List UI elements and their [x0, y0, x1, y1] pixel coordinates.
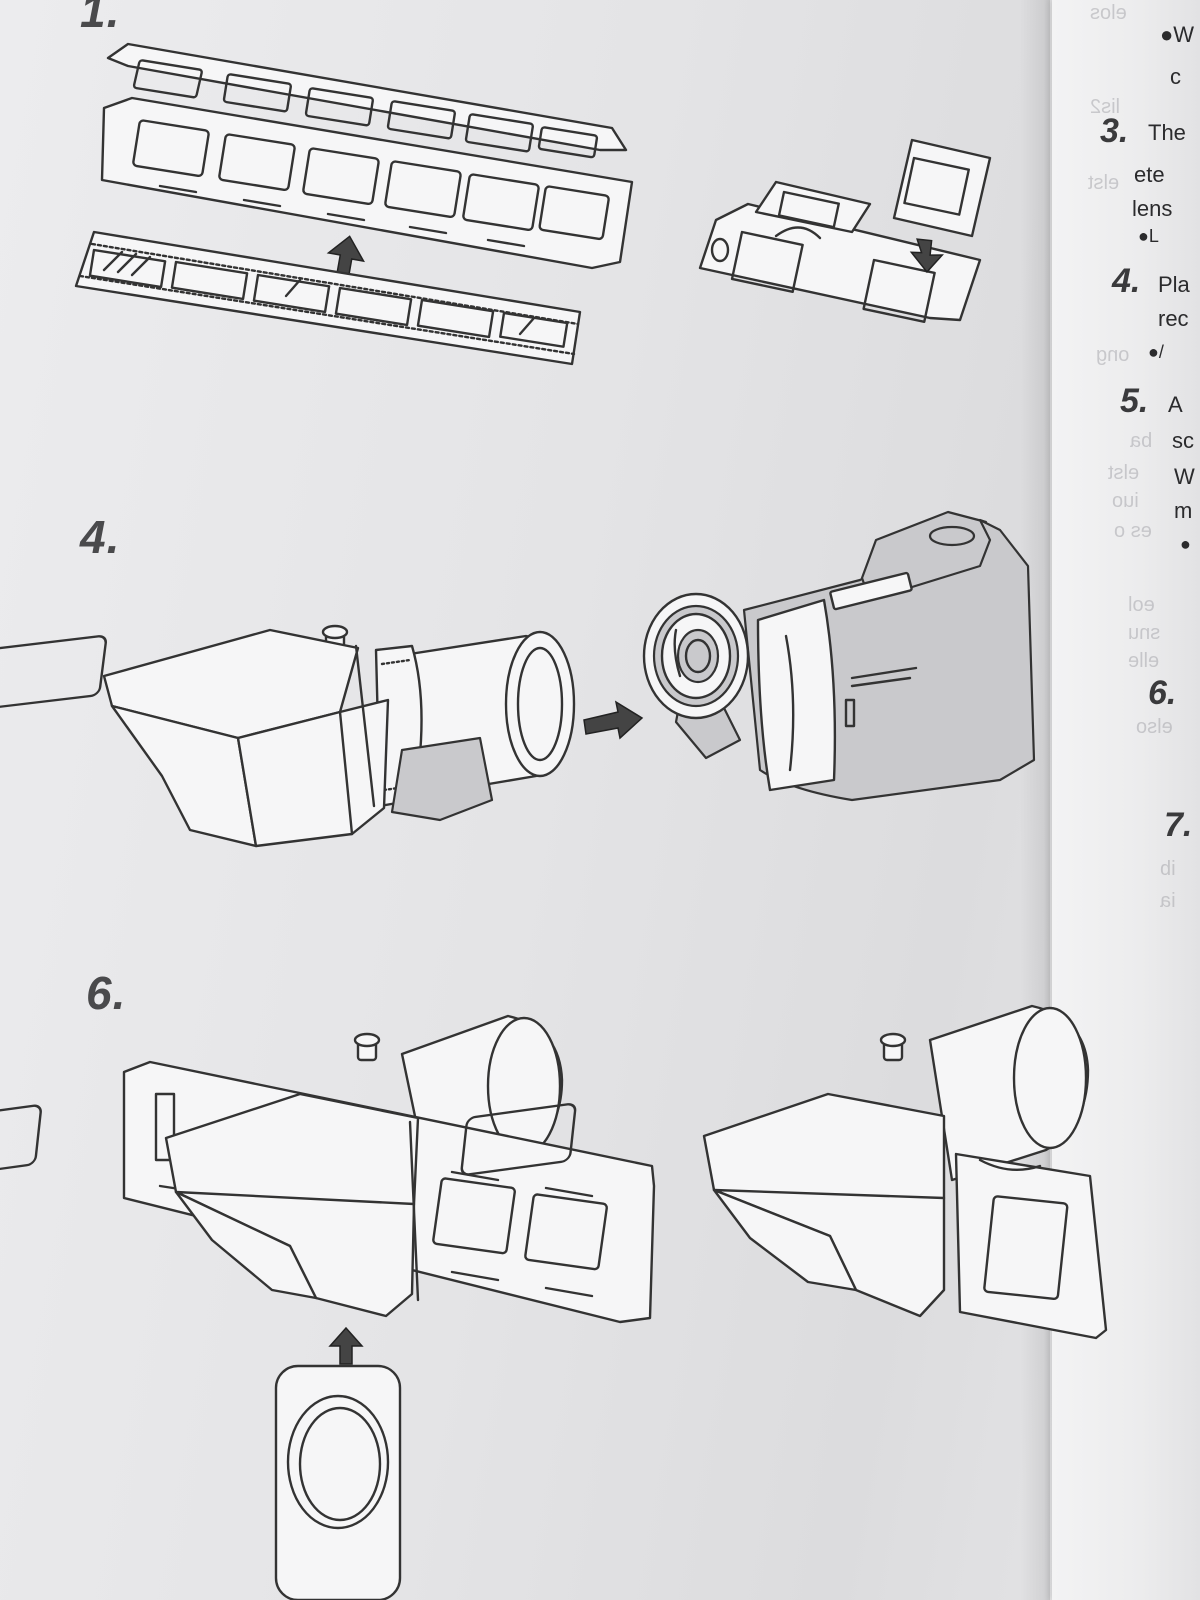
film-strip-adapter-illustration — [0, 1016, 654, 1600]
slide-copier-adapter-illustration — [0, 626, 642, 846]
film-holder-illustration — [76, 44, 632, 364]
slide-holder-illustration — [700, 140, 990, 322]
camcorder-illustration — [644, 512, 1034, 800]
arrow-right-icon — [584, 702, 642, 738]
